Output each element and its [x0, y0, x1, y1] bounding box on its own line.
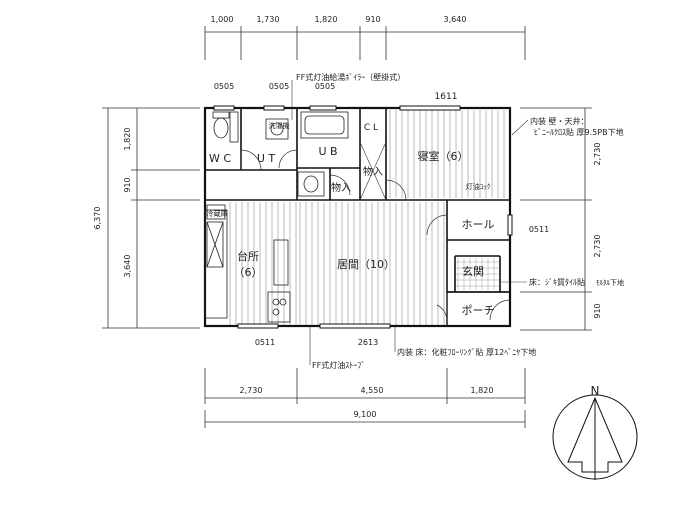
note-boiler: FF式灯油給湯ﾎﾞｲﾗｰ（壁掛式） — [296, 72, 405, 82]
windows — [213, 105, 513, 329]
label-washer: 洗濯機 — [269, 121, 290, 130]
kitchen-floor-hatch — [229, 202, 297, 325]
entrance-tile-grid — [456, 258, 499, 290]
dim-bottom-1: 2,730 — [240, 386, 263, 395]
room-storage-1: 物入 — [331, 181, 351, 194]
note-floor-interior: 内装 床：化粧ﾌﾛｰﾘﾝｸﾞ貼 厚12ﾍﾞﾆﾔ下地 — [397, 347, 536, 357]
room-entrance: 玄関 — [462, 264, 484, 278]
dim-left-c: 3,640 — [123, 255, 132, 278]
dim-right-a: 2,730 — [593, 143, 602, 166]
window-code-1: 0505 — [214, 82, 234, 91]
label-kerosene-cock: 灯油ｺｯｸ — [466, 182, 491, 191]
dim-bottom-3: 1,820 — [471, 386, 494, 395]
note-stove: FF式灯油ｽﾄｰﾌﾞ — [312, 360, 365, 370]
kitchen-counter — [204, 209, 291, 323]
room-storage-2: 物入 — [363, 165, 383, 178]
window-code-3: 0505 — [315, 82, 335, 91]
north-label: N — [591, 384, 600, 398]
bottom-dimension-line — [204, 368, 526, 428]
dim-right-b: 2,730 — [593, 235, 602, 258]
exterior-walls — [203, 106, 512, 328]
window-code-2: 0505 — [269, 82, 289, 91]
dim-top-2: 1,730 — [257, 15, 280, 24]
room-bedroom: 寝室（6） — [418, 149, 469, 163]
room-hall: ホール — [462, 218, 495, 231]
dim-bottom-2: 4,550 — [361, 386, 384, 395]
window-code-5: 0511 — [529, 225, 549, 234]
top-dimension-line — [204, 26, 526, 60]
room-ut: U T — [257, 152, 276, 165]
closet-hatch — [359, 141, 387, 201]
label-fridge: 冷蔵庫 — [207, 209, 228, 218]
bedroom-floor-hatch — [389, 110, 505, 198]
room-porch: ポーチ — [462, 304, 495, 317]
room-living: 居間（10） — [337, 258, 395, 271]
dim-left-b: 910 — [123, 177, 132, 192]
washing-machine — [265, 118, 289, 140]
room-kitchen-size: （6） — [234, 266, 263, 279]
dim-top-4: 910 — [365, 15, 380, 24]
living-floor-hatch — [299, 202, 445, 325]
dim-right-c: 910 — [593, 303, 602, 318]
room-closet: C L — [364, 123, 378, 133]
dim-top-5: 3,640 — [444, 15, 467, 24]
door-swings — [240, 149, 511, 321]
window-code-7: 2613 — [358, 338, 378, 347]
left-dimension-line — [102, 107, 200, 329]
dim-left-total: 6,370 — [93, 207, 102, 230]
annotation-leaders — [291, 80, 529, 365]
window-code-4: 1611 — [435, 92, 458, 102]
room-ub: U B — [318, 145, 337, 158]
dim-top-1: 1,000 — [211, 15, 234, 24]
note-floor-entrance-2: ﾓﾙﾀﾙ下地 — [596, 278, 624, 287]
room-kitchen: 台所 — [237, 249, 259, 263]
note-interior-wall-2: ﾋﾞﾆｰﾙｸﾛｽ貼 厚9.5PB下地 — [534, 127, 624, 137]
dim-total-width: 9,100 — [354, 410, 377, 419]
toilet-fixture — [212, 111, 239, 143]
note-interior-wall: 内装 壁・天井： — [530, 116, 589, 126]
note-floor-entrance: 床：ｼﾞｷ質ﾀｲﾙ貼 — [529, 277, 585, 287]
fridge-outline — [206, 204, 226, 220]
washbasin — [297, 171, 325, 197]
dim-top-3: 1,820 — [315, 15, 338, 24]
room-wc: W C — [209, 152, 231, 165]
window-code-6: 0511 — [255, 338, 275, 347]
bathtub — [300, 111, 349, 139]
porch-outline — [446, 291, 511, 327]
north-arrow — [552, 394, 638, 480]
dim-left-a: 1,820 — [123, 128, 132, 151]
right-dimension-line — [520, 107, 592, 331]
